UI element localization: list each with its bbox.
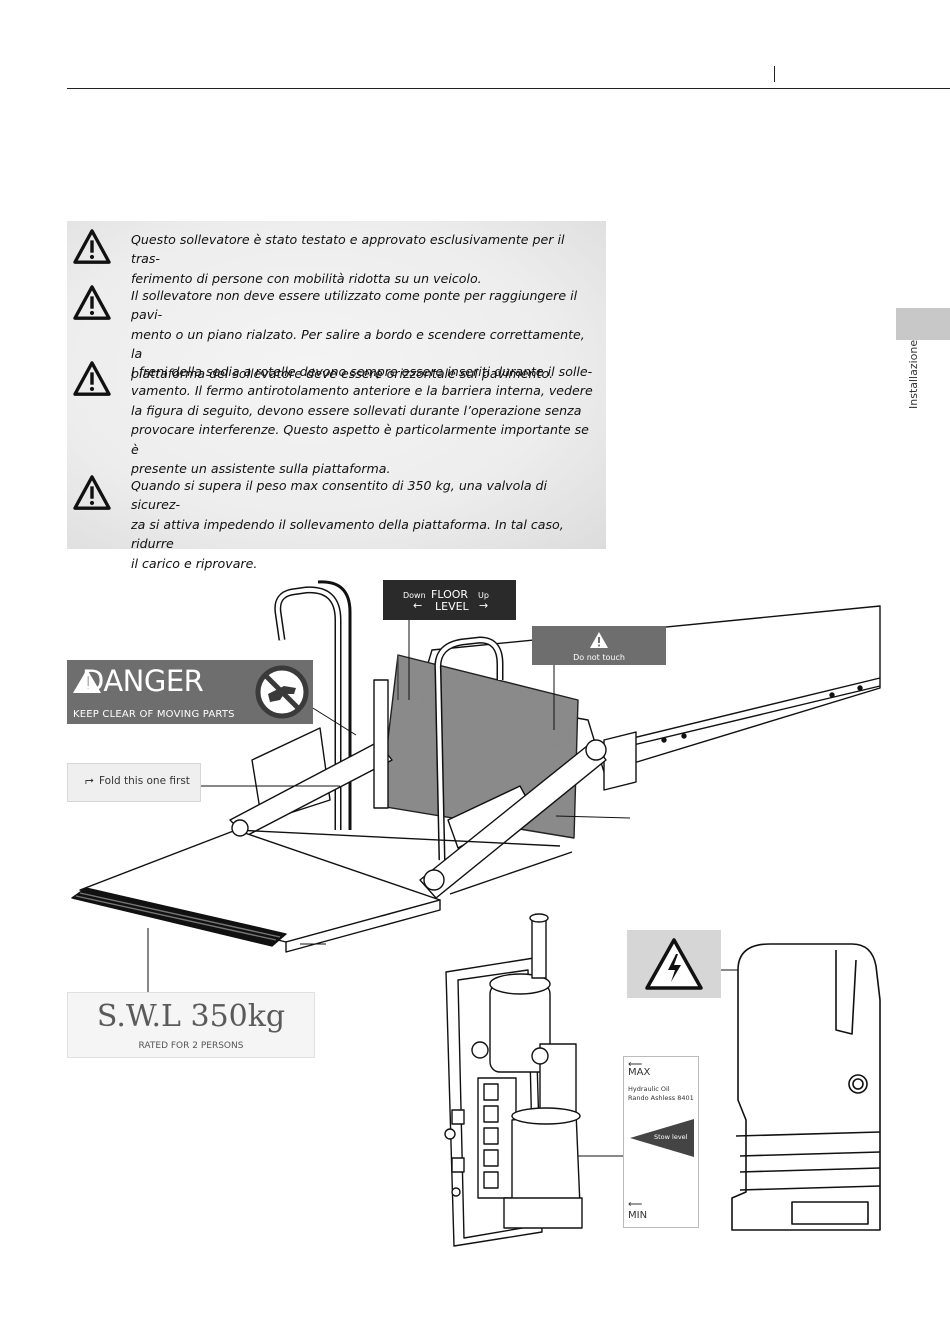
warning-triangle-icon bbox=[73, 285, 111, 320]
warning-text-line: za si attiva impedendo il sollevamento d… bbox=[131, 516, 564, 552]
warning-triangle-icon bbox=[73, 475, 111, 510]
right-arrow-icon: → bbox=[479, 599, 489, 612]
stow-level-marker bbox=[630, 1119, 694, 1157]
header-divider-tick bbox=[774, 66, 775, 82]
electric-shock-icon bbox=[645, 938, 703, 990]
floor-level-up: Up bbox=[478, 591, 489, 600]
warning-text-line: mento o un piano rialzato. Per salire a … bbox=[131, 326, 585, 362]
floor-level-line1: FLOOR bbox=[431, 588, 469, 601]
oil-min: MIN bbox=[628, 1210, 648, 1221]
warning-text-line: Questo sollevatore è stato testato e app… bbox=[131, 232, 565, 267]
section-tab bbox=[896, 308, 950, 340]
floor-level-line2: LEVEL bbox=[435, 600, 469, 613]
warning-text-line: la figura di seguito, devono essere soll… bbox=[131, 402, 582, 418]
oil-stow-level: Stow level bbox=[654, 1133, 688, 1141]
warning-text-line: I freni della sedia a rotelle devono sem… bbox=[131, 364, 593, 379]
fold-arrow-icon: ⮣ bbox=[85, 774, 94, 786]
oil-max: MAX bbox=[628, 1067, 651, 1078]
oil-type-line1: Hydraulic Oil bbox=[628, 1085, 670, 1093]
swl-title: S.W.L 350kg bbox=[96, 999, 286, 1034]
floor-level-down: Down bbox=[403, 591, 426, 600]
warning-text-line: provocare interferenze. Questo aspetto è… bbox=[131, 422, 589, 457]
do-not-touch-label: Do not touch bbox=[532, 626, 666, 665]
danger-title: DANGER bbox=[82, 664, 204, 698]
warning-text-line: Il sollevatore non deve essere utilizzat… bbox=[131, 288, 578, 323]
do-not-touch-text: Do not touch bbox=[573, 653, 625, 662]
warning-text-line: Quando si supera il peso max consentito … bbox=[131, 478, 548, 513]
warning-text-line: piattaforma del sollevatore deve essere … bbox=[131, 365, 554, 381]
swl-subtitle: RATED FOR 2 PERSONS bbox=[138, 1041, 244, 1051]
left-arrow-icon: ← bbox=[413, 599, 423, 612]
danger-subtitle: KEEP CLEAR OF MOVING PARTS bbox=[73, 709, 235, 720]
swl-label: S.W.L 350kg RATED FOR 2 PERSONS bbox=[67, 992, 315, 1058]
warning-text-line: il carico e riprovare. bbox=[131, 555, 258, 571]
warning-triangle-icon bbox=[590, 632, 608, 648]
warning-triangle-icon bbox=[73, 361, 111, 396]
left-arrow-icon: ⟵ bbox=[628, 1059, 643, 1070]
oil-level-label: ⟵ MAX Hydraulic Oil Rando Ashless 8401 S… bbox=[623, 1056, 699, 1228]
warning-text-line: presente un assistente sulla piattaforma… bbox=[131, 461, 391, 477]
floor-level-label: Down FLOOR Up ← LEVEL → bbox=[383, 580, 516, 620]
safety-warning-box: Questo sollevatore è stato testato e app… bbox=[67, 221, 606, 571]
electric-shock-label bbox=[627, 930, 721, 998]
no-hands-icon bbox=[255, 665, 309, 719]
oil-type-line2: Rando Ashless 8401 bbox=[628, 1094, 694, 1102]
fold-first-text: Fold this one first bbox=[99, 775, 190, 787]
left-arrow-icon: ⟵ bbox=[628, 1199, 643, 1210]
warning-text-line: ferimento di persone con mobilità ridott… bbox=[131, 270, 482, 286]
warning-triangle-icon bbox=[73, 229, 111, 264]
warning-triangle-icon bbox=[73, 669, 101, 693]
header-rule bbox=[67, 88, 950, 89]
warning-text-line: vamento. Il fermo antirotolamento anteri… bbox=[131, 383, 593, 399]
fold-first-label: ⮣ Fold this one first bbox=[67, 763, 201, 802]
